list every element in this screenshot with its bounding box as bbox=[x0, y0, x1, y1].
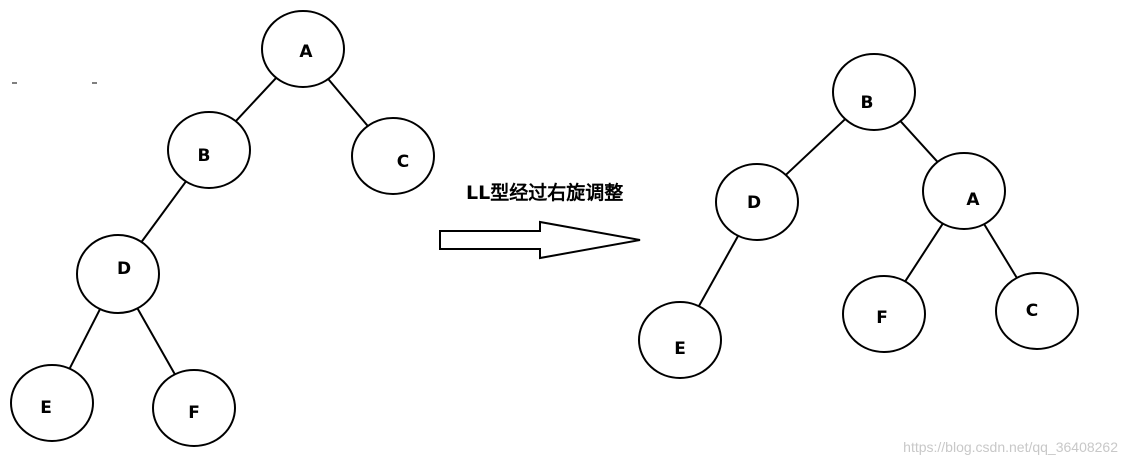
rotation-arrow bbox=[439, 220, 641, 260]
node-circle bbox=[638, 301, 722, 379]
node-label: F bbox=[188, 403, 200, 423]
tree-node-b: B bbox=[167, 111, 251, 189]
tree-node-c: C bbox=[351, 117, 435, 195]
edge-d-e bbox=[697, 235, 740, 307]
tree-node-e: E bbox=[638, 301, 722, 379]
node-label: C bbox=[397, 152, 409, 172]
tree-node-f: F bbox=[842, 275, 926, 353]
tree-node-d: D bbox=[76, 234, 160, 314]
node-label: B bbox=[861, 93, 874, 113]
edge-b-d bbox=[785, 118, 846, 176]
node-label: D bbox=[117, 259, 131, 279]
tree-node-d: D bbox=[715, 163, 799, 241]
tree-node-c: C bbox=[995, 272, 1079, 350]
node-circle bbox=[922, 152, 1006, 230]
node-circle bbox=[152, 369, 236, 447]
tree-node-a: A bbox=[261, 10, 345, 88]
edge-a-c bbox=[327, 78, 369, 127]
after-tree: B D A E F C bbox=[638, 53, 1079, 379]
tree-node-b: B bbox=[832, 53, 916, 131]
node-label: A bbox=[966, 190, 980, 210]
edge-d-e bbox=[68, 308, 101, 370]
edge-b-a bbox=[899, 120, 939, 163]
node-label: C bbox=[1026, 301, 1038, 321]
before-tree: A B C D E F bbox=[10, 10, 435, 447]
node-circle bbox=[995, 272, 1079, 350]
node-label: D bbox=[747, 193, 761, 213]
tree-node-e: E bbox=[10, 364, 94, 442]
edge-d-f bbox=[136, 307, 176, 375]
edge-a-c bbox=[983, 223, 1018, 279]
node-circle bbox=[351, 117, 435, 195]
node-circle bbox=[167, 111, 251, 189]
node-circle bbox=[842, 275, 926, 353]
node-label: E bbox=[40, 398, 52, 418]
tree-node-a: A bbox=[922, 152, 1006, 230]
edge-b-d bbox=[140, 180, 187, 243]
tree-node-f: F bbox=[152, 369, 236, 447]
node-label: A bbox=[299, 42, 313, 62]
watermark: https://blog.csdn.net/qq_36408262 bbox=[903, 439, 1118, 455]
node-circle bbox=[76, 234, 160, 314]
rotation-caption: LL型经过右旋调整 bbox=[466, 181, 623, 204]
node-circle bbox=[715, 163, 799, 241]
node-label: B bbox=[198, 146, 211, 166]
right-arrow-icon bbox=[439, 220, 641, 260]
node-label: F bbox=[876, 308, 888, 328]
node-circle bbox=[10, 364, 94, 442]
node-circle bbox=[832, 53, 916, 131]
edge-a-b bbox=[235, 77, 277, 122]
node-circle bbox=[261, 10, 345, 88]
node-label: E bbox=[674, 339, 686, 359]
edge-a-f bbox=[904, 222, 944, 283]
